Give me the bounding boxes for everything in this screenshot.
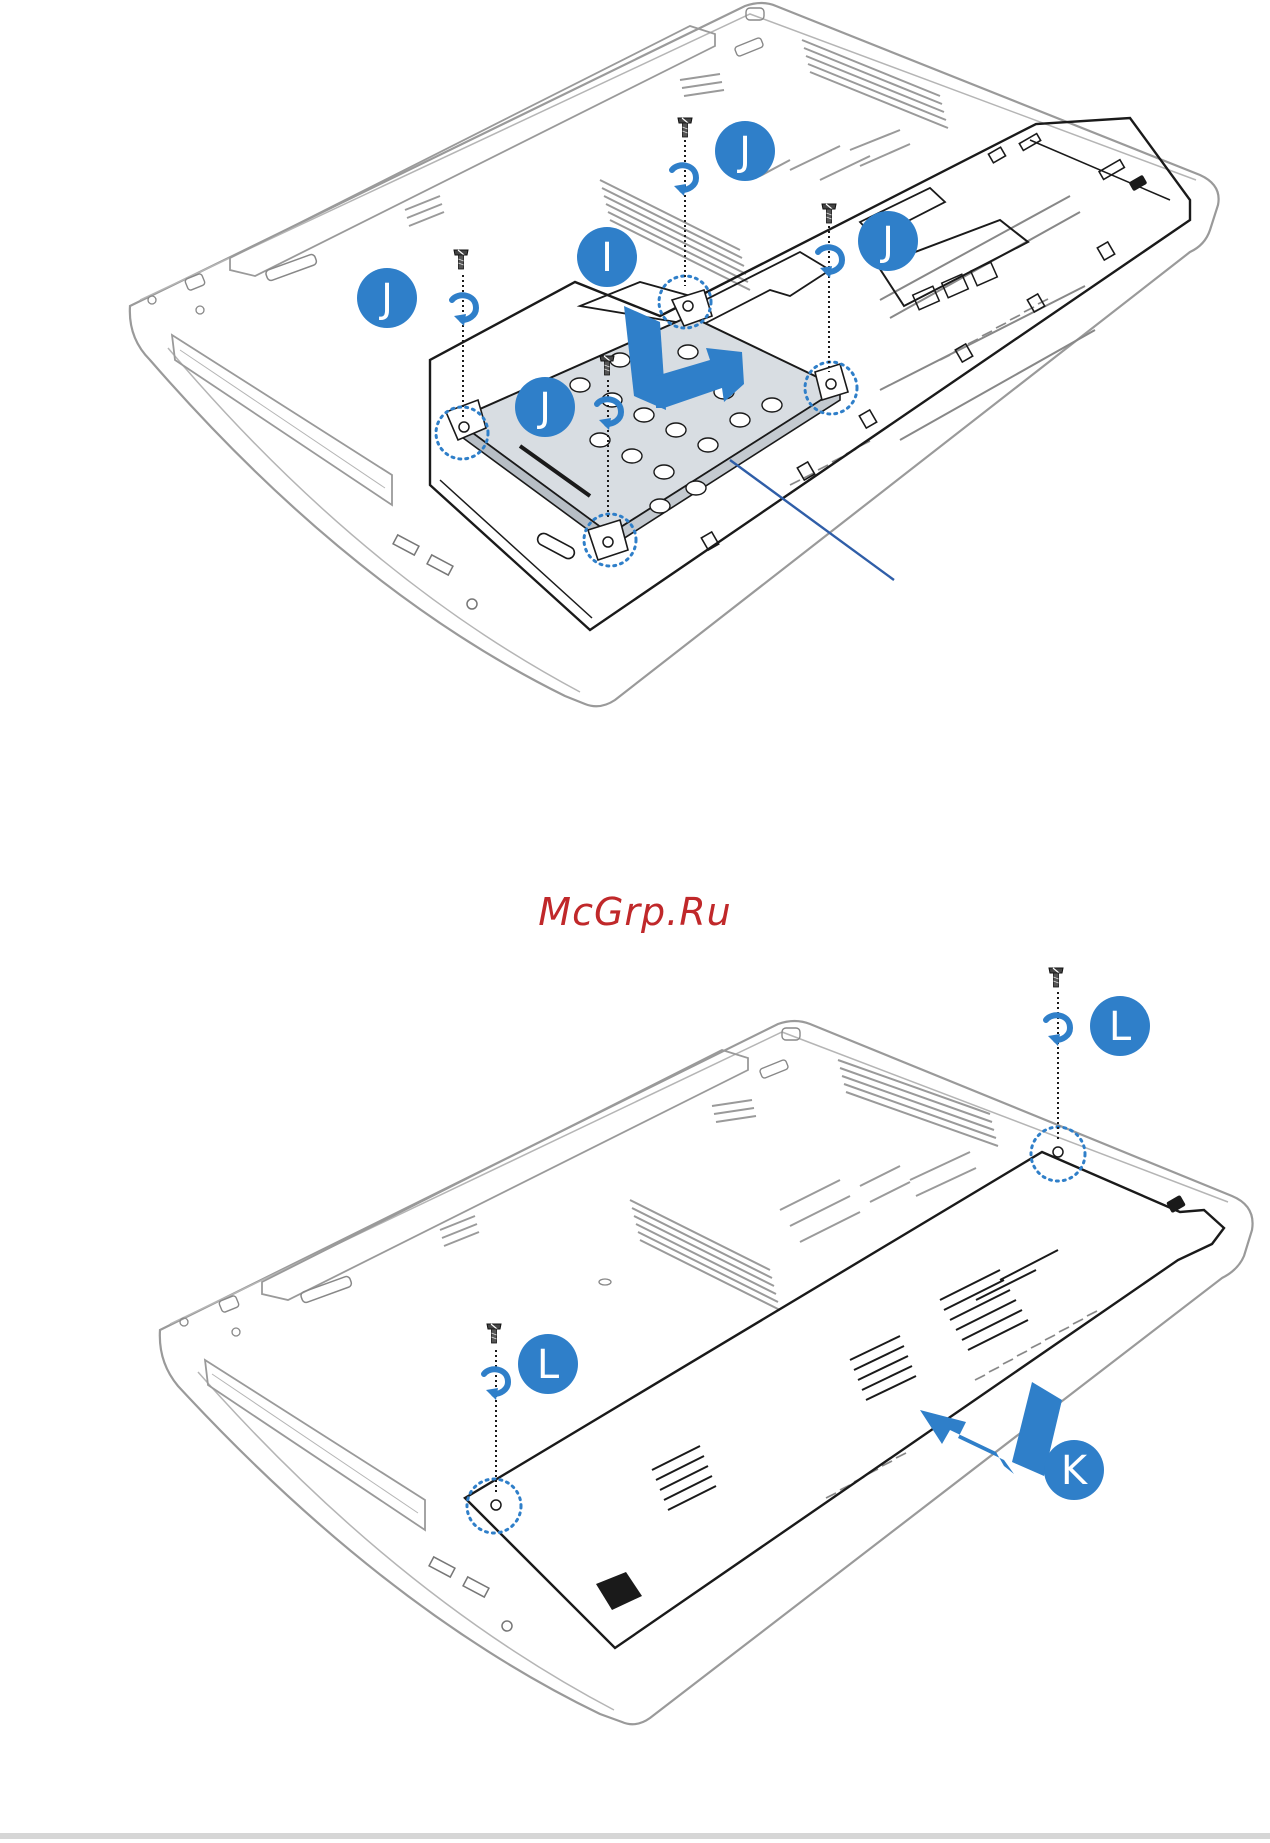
svg-text:I: I	[601, 235, 613, 281]
callout-circle	[467, 1127, 1085, 1533]
step-label-j: J	[858, 211, 918, 271]
step-label-l: L	[518, 1334, 578, 1394]
watermark-text: McGrp.Ru	[0, 890, 1270, 934]
page-bottom-bar	[0, 1833, 1270, 1839]
step-label-j: J	[715, 121, 775, 181]
svg-text:K: K	[1061, 1448, 1089, 1494]
step-label-j: J	[357, 268, 417, 328]
slide-arrow-icon	[920, 1382, 1062, 1476]
bottom-cover-panel	[465, 1147, 1224, 1648]
svg-text:L: L	[537, 1342, 560, 1388]
svg-text:J: J	[378, 276, 393, 322]
svg-text:J: J	[736, 129, 751, 175]
step-label-i: I	[577, 227, 637, 287]
svg-text:J: J	[536, 385, 551, 431]
screw-icon	[487, 968, 1063, 1343]
svg-text:L: L	[1109, 1004, 1132, 1050]
svg-text:J: J	[879, 219, 894, 265]
laptop-top-diagram: I J J J J	[130, 3, 1219, 706]
step-label-k: K	[1044, 1440, 1104, 1500]
laptop-bottom-diagram: L L K	[160, 968, 1253, 1724]
step-label-j: J	[515, 377, 575, 437]
step-label-l: L	[1090, 996, 1150, 1056]
